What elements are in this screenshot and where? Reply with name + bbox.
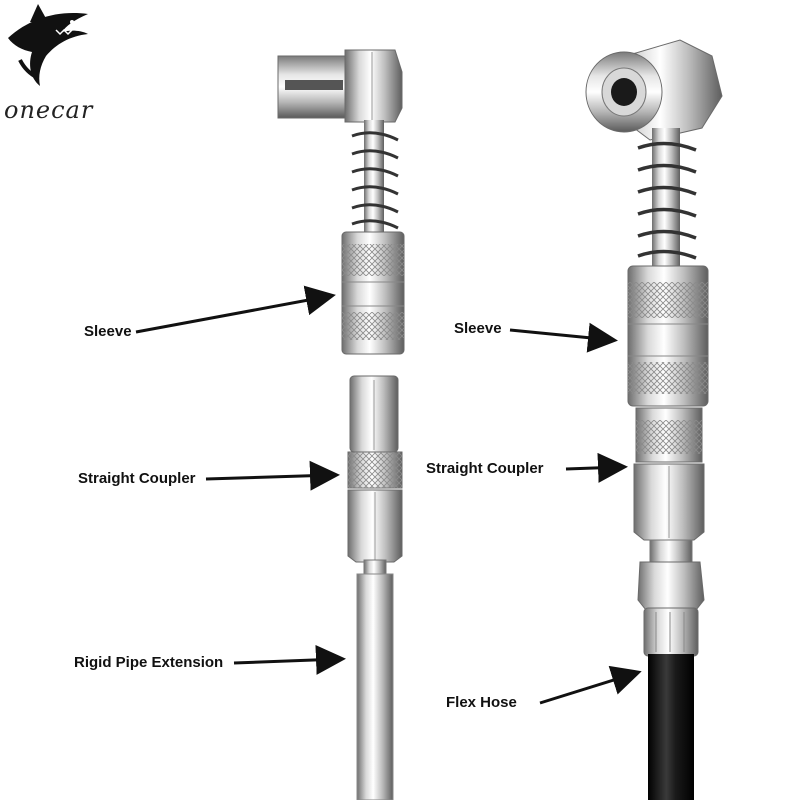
left-rigid-pipe — [356, 573, 394, 800]
right-flex-hose — [648, 654, 694, 800]
right-spring — [637, 128, 697, 268]
left-angle-head — [277, 49, 403, 123]
left-spring — [351, 120, 399, 235]
left-pipe-arrow — [233, 644, 346, 675]
right-hose-fitting — [637, 561, 705, 657]
left-sleeve — [341, 231, 405, 355]
brand-name: onecar — [4, 96, 94, 124]
left-sleeve-arrow — [135, 285, 336, 334]
shark-icon — [8, 4, 88, 86]
left-coupler-arrow — [205, 460, 340, 491]
right-coupler-arrow — [565, 452, 628, 483]
callout-right-flex-hose: Flex Hose — [446, 694, 517, 711]
right-straight-coupler — [633, 407, 705, 563]
right-angle-head — [585, 39, 723, 141]
right-sleeve — [627, 265, 709, 407]
callout-left-straight-coupler: Straight Coupler — [78, 470, 196, 487]
callout-right-straight-coupler: Straight Coupler — [426, 460, 544, 477]
left-straight-coupler — [347, 375, 403, 577]
callout-left-rigid-pipe: Rigid Pipe Extension — [74, 654, 224, 671]
right-sleeve-arrow — [509, 322, 618, 353]
right-hose-arrow — [539, 665, 642, 705]
callout-right-sleeve: Sleeve — [454, 320, 502, 337]
callout-left-sleeve: Sleeve — [84, 323, 132, 340]
